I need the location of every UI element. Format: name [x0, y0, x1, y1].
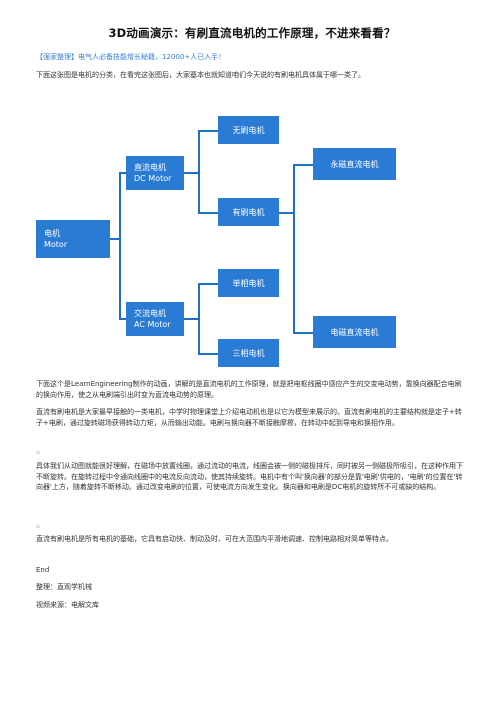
paragraph-brushed-intro: 直流有刷电机是大家最早接触的一类电机，中学时物理课堂上介绍电动机也是以它为模型来… [36, 408, 462, 427]
node-dc-motor-en: DC Motor [134, 174, 172, 183]
node-brushed-motor: 有刷电机 [218, 198, 279, 226]
connector-to-dc [119, 172, 126, 174]
media-placeholder-marker: ▫ [36, 449, 41, 456]
connector-to-three-phase [198, 353, 218, 355]
node-three-phase-motor: 三相电机 [218, 339, 279, 367]
connector-ac-stem [184, 318, 199, 320]
node-ac-motor-cn: 交流电机 [134, 309, 166, 318]
paragraph-summary: 直流有刷电机是所有电机的基础，它具有启动快、制动及时、可在大范围内平滑地调速、控… [36, 535, 393, 543]
connector-dc-stem [184, 172, 199, 174]
node-motor-cn: 电机 [44, 229, 60, 238]
node-dc-motor-cn: 直流电机 [134, 163, 166, 172]
connector-to-em-dc [293, 332, 313, 334]
promo-link[interactable]: 【强家整理】电气人必备技能增长秘籍，12000+人已入手！ [36, 53, 226, 61]
page-title: 3D动画演示：有刷直流电机的工作原理，不进来看看？ [108, 26, 396, 40]
paragraph-working-principle: 具体我们从动图就能很好理解，在磁场中放置线圈，通过流动的电流，线圈会被一侧的磁极… [36, 462, 463, 491]
motor-classification-diagram: 电机 Motor 直流电机 DC Motor 交流电机 AC Motor 无刷电… [36, 108, 476, 370]
connector-root-stem [110, 238, 120, 240]
node-motor-en: Motor [44, 240, 68, 249]
node-single-phase-motor: 单相电机 [218, 269, 279, 297]
node-ac-motor: 交流电机 AC Motor [126, 302, 184, 336]
connector-to-brushless [198, 130, 218, 132]
paragraph-animation: 下面这个是LearnEngineering制作的动画，讲解的是直流电机的工作原理… [36, 380, 462, 399]
end-label: End [36, 566, 50, 574]
connector-brushed-stem [279, 212, 294, 214]
node-em-dc-label: 电磁直流电机 [330, 327, 379, 337]
node-em-dc-motor: 电磁直流电机 [313, 316, 396, 348]
node-single-phase-label: 单相电机 [232, 278, 265, 288]
node-brushless-motor: 无刷电机 [218, 116, 279, 144]
connector-to-pm-dc [293, 164, 313, 166]
editor-credit: 整理：直观学机械 [36, 583, 92, 591]
connector-to-single-phase [198, 283, 218, 285]
connector-dc-vertical [198, 130, 200, 214]
node-three-phase-label: 三相电机 [232, 348, 265, 358]
video-source-credit: 视频来源：电解文库 [36, 601, 99, 609]
node-brushed-label: 有刷电机 [232, 207, 265, 217]
node-ac-motor-en: AC Motor [134, 320, 171, 329]
connector-root-vertical [119, 172, 121, 320]
node-pm-dc-label: 永磁直流电机 [330, 159, 379, 169]
node-brushless-label: 无刷电机 [232, 125, 265, 135]
node-motor: 电机 Motor [36, 220, 110, 258]
connector-brushed-vertical [293, 164, 295, 334]
connector-to-brushed [198, 212, 218, 214]
node-dc-motor: 直流电机 DC Motor [126, 156, 184, 190]
connector-ac-vertical [198, 283, 200, 355]
media-placeholder-marker-2: ▫ [36, 523, 41, 530]
intro-paragraph: 下面这张图是电机的分类，在看完这张图后，大家基本也就知道咱们今天说的有刷电机具体… [36, 71, 365, 79]
connector-to-ac [119, 318, 126, 320]
node-pm-dc-motor: 永磁直流电机 [313, 148, 396, 180]
